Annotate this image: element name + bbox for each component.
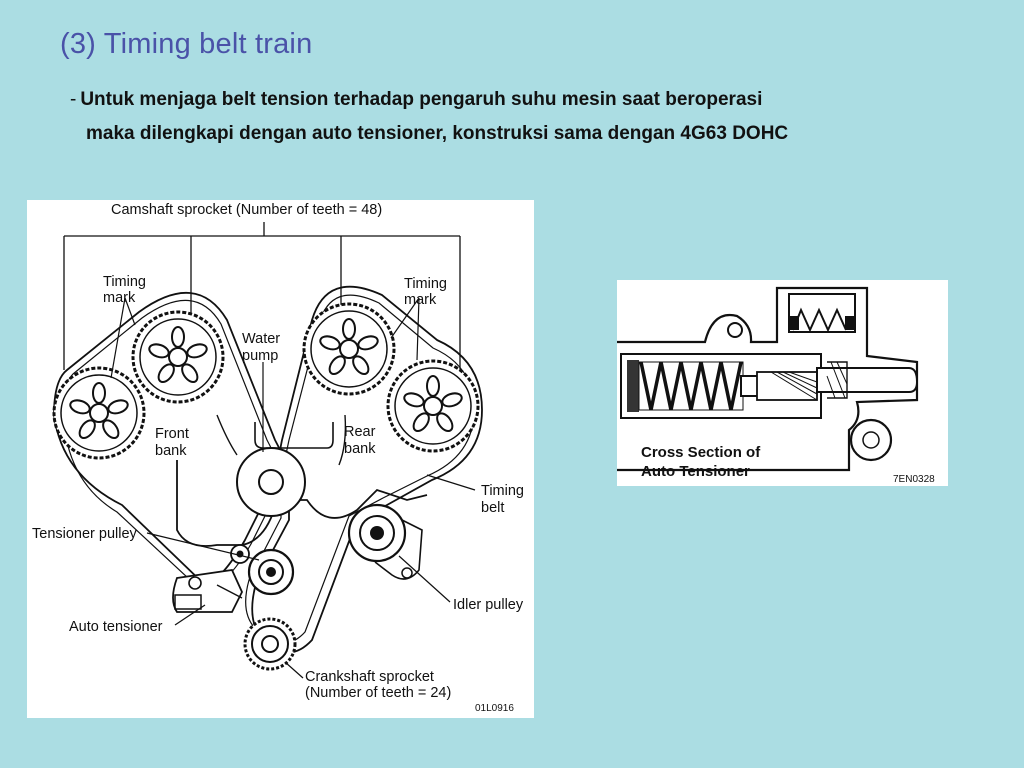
figure-code-left: 01L0916: [475, 703, 514, 714]
label-water-pump-1: Water: [242, 331, 280, 347]
timing-belt-svg: Camshaft sprocket (Number of teeth = 48): [32, 202, 524, 714]
label-timing-mark-left-1: Timing: [103, 274, 146, 290]
figure-code-right: 7EN0328: [893, 474, 935, 485]
label-rear-bank-1: Rear: [344, 424, 376, 440]
bullet-dash: -: [70, 89, 77, 110]
cross-section-svg: Cross Section of Auto Tensioner 7EN0328: [617, 286, 935, 485]
label-front-bank-1: Front: [155, 426, 189, 442]
caption-line-2: Auto Tensioner: [641, 463, 750, 480]
label-rear-bank-2: bank: [344, 441, 376, 457]
label-crankshaft-2: (Number of teeth = 24): [305, 685, 451, 701]
label-water-pump-2: pump: [242, 348, 278, 364]
bullet-line-1: Untuk menjaga belt tension terhadap peng…: [80, 89, 763, 110]
timing-belt-diagram: Camshaft sprocket (Number of teeth = 48): [27, 200, 534, 718]
caption-line-1: Cross Section of: [641, 444, 761, 461]
label-auto-tensioner: Auto tensioner: [69, 619, 163, 635]
slide-title: (3) Timing belt train: [60, 28, 313, 60]
bullet-text: -Untuk menjaga belt tension terhadap pen…: [70, 83, 970, 151]
label-timing-mark-left-2: mark: [103, 290, 136, 306]
label-timing-belt-2: belt: [481, 500, 504, 516]
label-timing-mark-right-1: Timing: [404, 276, 447, 292]
bullet-line-2: maka dilengkapi dengan auto tensioner, k…: [86, 123, 789, 144]
label-camshaft-sprocket: Camshaft sprocket (Number of teeth = 48): [111, 202, 382, 218]
label-front-bank-2: bank: [155, 443, 187, 459]
label-idler-pulley: Idler pulley: [453, 597, 524, 613]
label-timing-belt-1: Timing: [481, 483, 524, 499]
label-timing-mark-right-2: mark: [404, 292, 437, 308]
label-crankshaft-1: Crankshaft sprocket: [305, 669, 434, 685]
label-tensioner-pulley: Tensioner pulley: [32, 526, 138, 542]
auto-tensioner-cross-section: Cross Section of Auto Tensioner 7EN0328: [617, 280, 948, 486]
